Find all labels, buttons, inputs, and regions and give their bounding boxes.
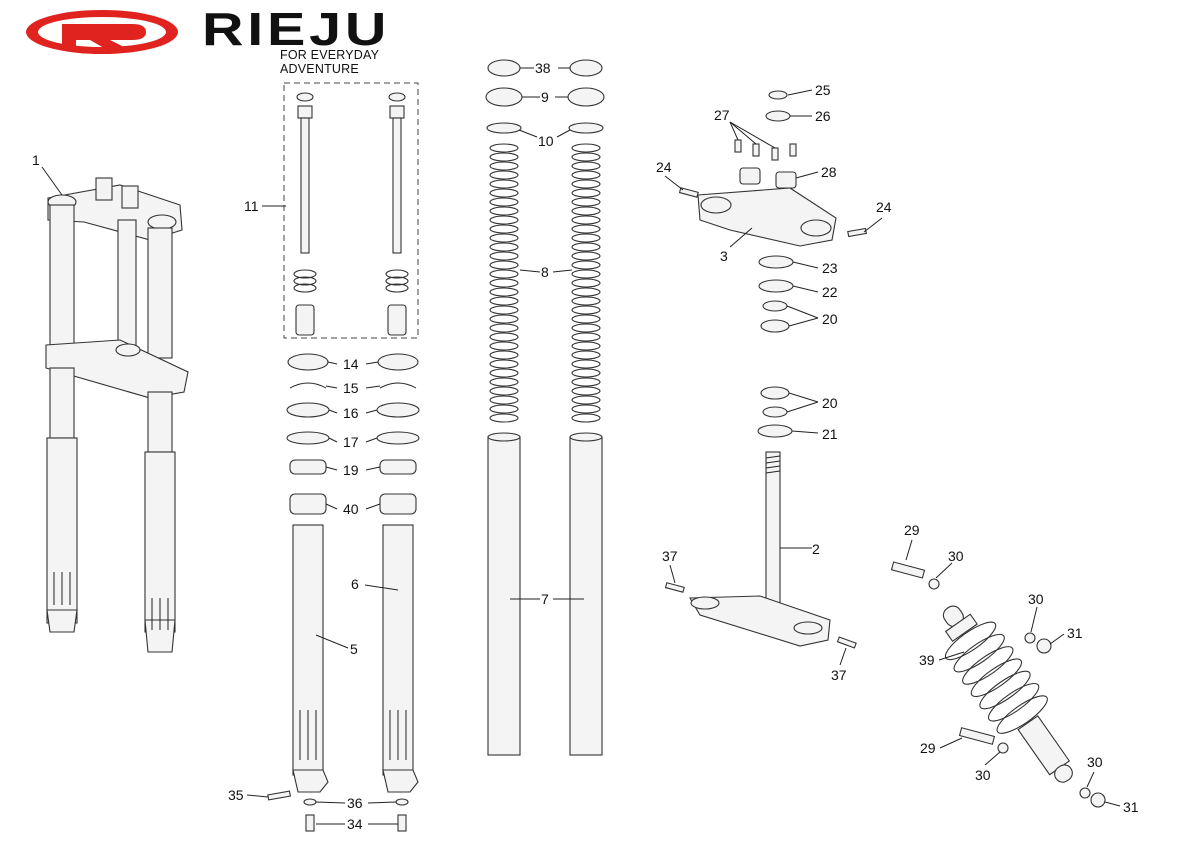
callout-29-lower: 29 <box>920 740 936 756</box>
callout-40: 40 <box>343 501 359 517</box>
brand-name: RIEJU <box>202 3 391 55</box>
callout-30-d: 30 <box>1087 754 1103 770</box>
callout-26: 26 <box>815 108 831 124</box>
seals-and-bushings <box>286 353 420 515</box>
callout-5: 5 <box>350 641 358 657</box>
callout-24-left: 24 <box>656 159 672 175</box>
rieju-logo: RIEJU FOR EVERYDAY ADVENTURE <box>24 3 454 76</box>
callout-10: 10 <box>538 133 554 149</box>
callout-numbers: 1 2 3 5 6 7 8 9 10 11 14 15 16 17 19 20 … <box>32 60 1139 832</box>
upper-triple-clamp <box>678 90 868 333</box>
callout-36: 36 <box>347 795 363 811</box>
callout-27: 27 <box>714 107 730 123</box>
fork-assembly <box>45 177 189 653</box>
brand-tagline: FOR EVERYDAY ADVENTURE <box>280 48 379 76</box>
callout-37-lower: 37 <box>831 667 847 683</box>
callout-6: 6 <box>351 576 359 592</box>
callout-9: 9 <box>541 89 549 105</box>
leader-lines <box>41 67 1121 825</box>
callout-2: 2 <box>812 541 820 557</box>
lower-sliders <box>267 524 419 832</box>
callout-20-upper: 20 <box>822 311 838 327</box>
callout-11: 11 <box>244 198 259 214</box>
rieju-emblem <box>26 10 178 54</box>
callout-20-lower: 20 <box>822 395 838 411</box>
callout-35: 35 <box>228 787 244 803</box>
callout-1: 1 <box>32 152 40 168</box>
callout-30-c: 30 <box>975 767 991 783</box>
callout-7: 7 <box>541 591 549 607</box>
callout-38: 38 <box>535 60 551 76</box>
callout-19: 19 <box>343 462 359 478</box>
rear-shock <box>890 561 1106 808</box>
callout-25: 25 <box>815 82 831 98</box>
callout-24-right: 24 <box>876 199 892 215</box>
callout-31-upper: 31 <box>1067 625 1083 641</box>
callout-34: 34 <box>347 816 363 832</box>
callout-16: 16 <box>343 405 359 421</box>
callout-30-a: 30 <box>948 548 964 564</box>
callout-39: 39 <box>919 652 935 668</box>
callout-30-b: 30 <box>1028 591 1044 607</box>
lower-triple-clamp-with-stem <box>664 386 857 649</box>
springs-and-tubes <box>485 59 605 756</box>
callout-17: 17 <box>343 434 359 450</box>
callout-29-upper: 29 <box>904 522 920 538</box>
callout-15: 15 <box>343 380 359 396</box>
callout-22: 22 <box>822 284 838 300</box>
damper-rod-kit <box>283 82 419 339</box>
callout-23: 23 <box>822 260 838 276</box>
callout-28: 28 <box>821 164 837 180</box>
callout-14: 14 <box>343 356 359 372</box>
callout-21: 21 <box>822 426 838 442</box>
callout-37-upper: 37 <box>662 548 678 564</box>
callout-31-lower: 31 <box>1123 799 1139 815</box>
callout-3: 3 <box>720 248 728 264</box>
callout-8: 8 <box>541 264 549 280</box>
